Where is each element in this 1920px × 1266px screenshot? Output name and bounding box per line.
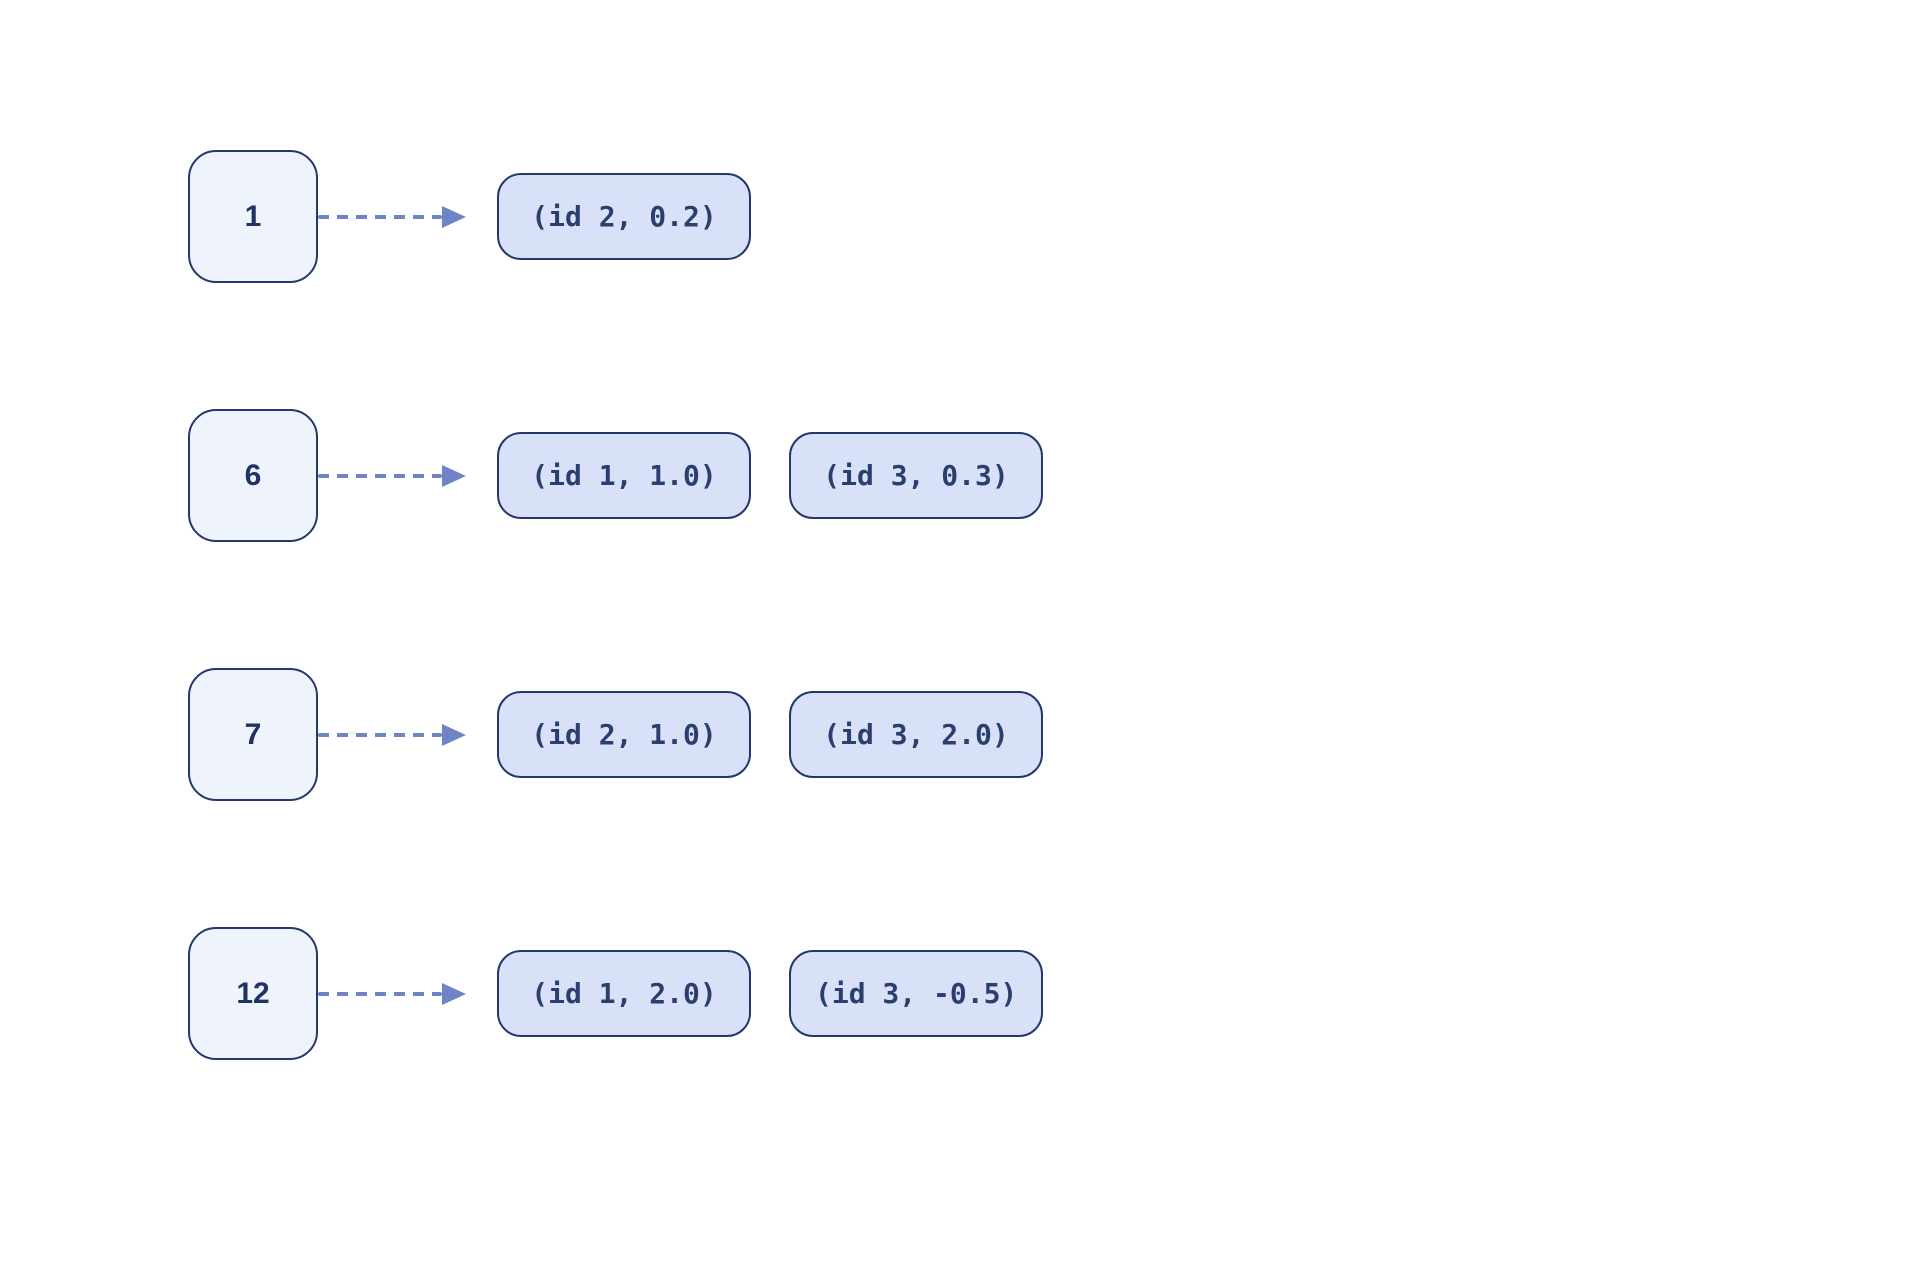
pair-label: (id 2, 0.2) [531,200,717,233]
value-chip: (id 1, 2.0) [497,950,751,1037]
arrow [318,723,466,746]
key-node: 7 [188,668,318,801]
arrow-head-icon [442,982,466,1005]
arrow-head-icon [442,723,466,746]
arrow-dashed-line [318,991,442,996]
pair-label: (id 3, 0.3) [823,459,1009,492]
pair-label: (id 1, 2.0) [531,977,717,1010]
key-label: 12 [236,976,270,1010]
key-node: 6 [188,409,318,542]
pair-label: (id 3, 2.0) [823,718,1009,751]
value-chip: (id 2, 0.2) [497,173,751,260]
value-list: (id 2, 0.2) [497,173,751,260]
pair-label: (id 2, 1.0) [531,718,717,751]
value-chip: (id 1, 1.0) [497,432,751,519]
arrow-head-icon [442,464,466,487]
key-label: 6 [244,458,262,492]
bucket-row: 1 (id 2, 0.2) [188,150,1920,283]
arrow-dashed-line [318,214,442,219]
key-node: 1 [188,150,318,283]
arrow [318,205,466,228]
value-chip: (id 3, 0.3) [789,432,1043,519]
arrow-dashed-line [318,473,442,478]
value-chip: (id 2, 1.0) [497,691,751,778]
arrow [318,464,466,487]
pair-label: (id 1, 1.0) [531,459,717,492]
value-chip: (id 3, -0.5) [789,950,1044,1037]
value-chip: (id 3, 2.0) [789,691,1043,778]
bucket-row: 12 (id 1, 2.0) (id 3, -0.5) [188,927,1920,1060]
bucket-row: 6 (id 1, 1.0) (id 3, 0.3) [188,409,1920,542]
value-list: (id 1, 1.0) (id 3, 0.3) [497,432,1043,519]
arrow-head-icon [442,205,466,228]
key-label: 7 [244,717,262,751]
arrow [318,982,466,1005]
key-label: 1 [244,199,262,233]
bucket-row: 7 (id 2, 1.0) (id 3, 2.0) [188,668,1920,801]
key-node: 12 [188,927,318,1060]
value-list: (id 2, 1.0) (id 3, 2.0) [497,691,1043,778]
pair-label: (id 3, -0.5) [815,977,1018,1010]
arrow-dashed-line [318,732,442,737]
value-list: (id 1, 2.0) (id 3, -0.5) [497,950,1044,1037]
